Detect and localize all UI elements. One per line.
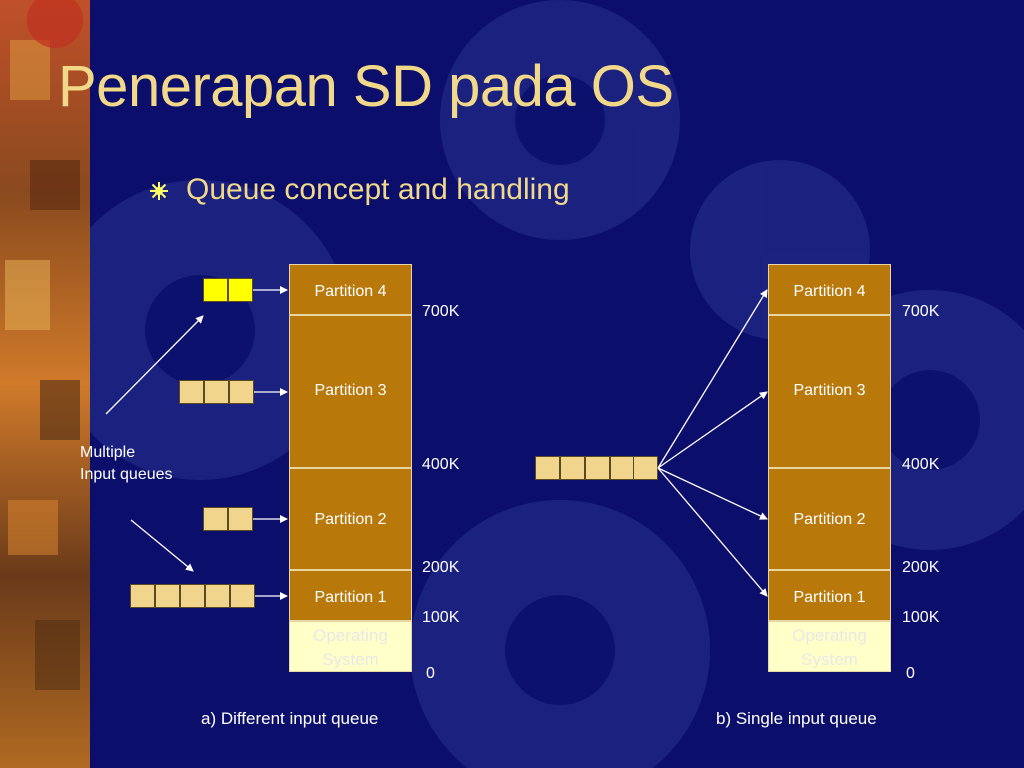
queue-cell (633, 456, 658, 480)
queue-cell (585, 456, 610, 480)
b-addr-700k: 700K (902, 303, 940, 320)
a-operating-system: Operating System (289, 621, 412, 672)
a-addr-200k: 200K (422, 559, 460, 576)
left-texture-strip (0, 0, 90, 768)
a-partition-4-label: Partition 4 (314, 283, 387, 300)
b-operating-system: Operating System (768, 621, 891, 672)
b-addr-100k: 100K (902, 609, 940, 626)
a-partition-3: Partition 3 (289, 315, 412, 468)
b-addr-0: 0 (906, 665, 915, 682)
caption-b: b) Single input queue (716, 709, 877, 728)
b-partition-2: Partition 2 (768, 468, 891, 570)
b-partition-1-label: Partition 1 (793, 589, 866, 606)
b-partition-4-label: Partition 4 (793, 283, 866, 300)
a-partition-1-label: Partition 1 (314, 589, 387, 606)
queue-cell (130, 584, 155, 608)
b-addr-400k: 400K (902, 456, 940, 473)
b-partition-3: Partition 3 (768, 315, 891, 468)
a-addr-400k: 400K (422, 456, 460, 473)
a-addr-100k: 100K (422, 609, 460, 626)
queue-cell (229, 380, 254, 404)
queue-cell (203, 507, 228, 531)
queue-cell (204, 380, 229, 404)
sunburst-bullet-icon (150, 182, 168, 200)
queue-cell (535, 456, 560, 480)
queue-cell (155, 584, 180, 608)
a-partition-2: Partition 2 (289, 468, 412, 570)
a-addr-700k: 700K (422, 303, 460, 320)
queue-cell (560, 456, 585, 480)
b-partition-3-label: Partition 3 (793, 382, 866, 399)
queue-cell (228, 278, 253, 302)
caption-a: a) Different input queue (201, 709, 379, 728)
queue-cell (610, 456, 635, 480)
a-partition-4: Partition 4 (289, 264, 412, 315)
queue-cell (203, 278, 228, 302)
a-partition-1: Partition 1 (289, 570, 412, 621)
a-addr-0: 0 (426, 665, 435, 682)
queue-cell (230, 584, 255, 608)
bullet-text: Queue concept and handling (186, 173, 570, 206)
b-partition-4: Partition 4 (768, 264, 891, 315)
a-partition-2-label: Partition 2 (314, 511, 387, 528)
queue-cell (205, 584, 230, 608)
queue-cell (180, 584, 205, 608)
b-partition-1: Partition 1 (768, 570, 891, 621)
queue-cell (179, 380, 204, 404)
queue-cell (228, 507, 253, 531)
b-addr-200k: 200K (902, 559, 940, 576)
b-partition-2-label: Partition 2 (793, 511, 866, 528)
slide-title: Penerapan SD pada OS (58, 54, 674, 119)
a-partition-3-label: Partition 3 (314, 382, 387, 399)
multiple-input-queues-label: Multiple Input queues (80, 444, 173, 483)
